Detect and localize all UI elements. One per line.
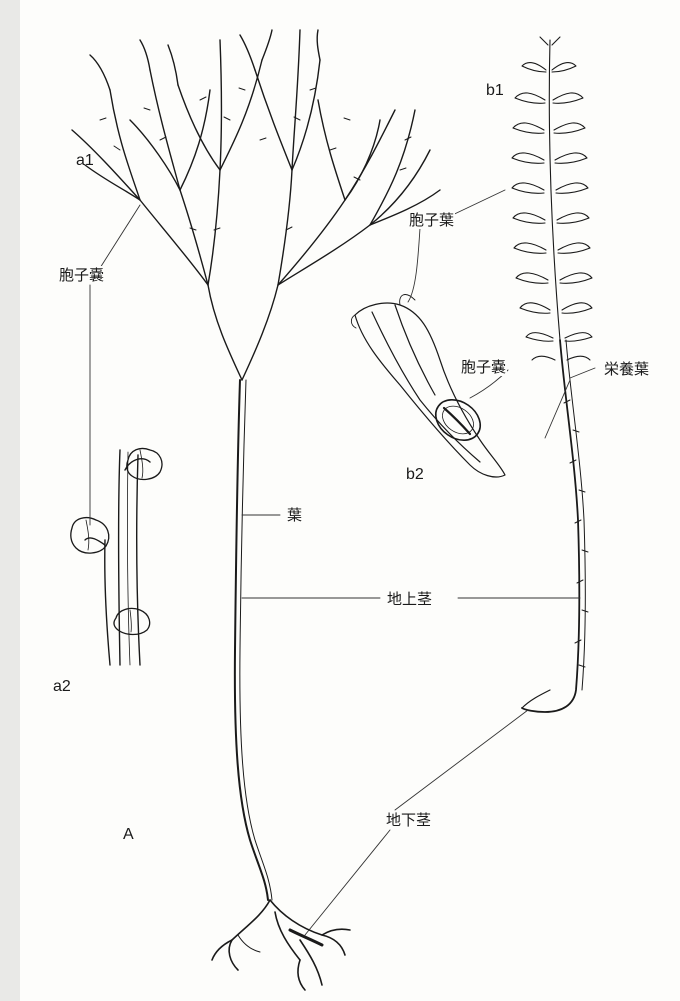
plant-a-aerial-stem <box>235 380 272 900</box>
label-aerial-stem: 地上茎 <box>386 590 433 608</box>
label-sporangium-a: 胞子嚢 <box>58 266 105 284</box>
label-sporangium-b: 胞子嚢 <box>460 358 507 376</box>
label-plant-a: A <box>122 826 135 844</box>
label-a2: a2 <box>52 678 72 696</box>
leader-lines <box>90 190 595 935</box>
detail-b2-sporophyll <box>351 295 505 477</box>
label-leaf: 葉 <box>286 506 303 524</box>
label-a1: a1 <box>75 152 95 170</box>
plant-b-stem <box>522 340 585 712</box>
plant-a-branches <box>72 30 440 380</box>
label-rhizome: 地下茎 <box>385 811 432 829</box>
plant-b-strobilus <box>512 37 592 360</box>
detail-b2-sporangium <box>428 391 488 448</box>
label-b1: b1 <box>485 82 505 100</box>
detail-a2-stem <box>85 450 150 665</box>
label-b2: b2 <box>405 466 425 484</box>
label-vegetative-leaf: 栄養葉 <box>603 360 650 378</box>
detail-a2-sporangium-upper <box>127 448 162 479</box>
plant-a-rhizome <box>212 900 350 990</box>
label-sporophyll: 胞子葉 <box>408 211 455 229</box>
